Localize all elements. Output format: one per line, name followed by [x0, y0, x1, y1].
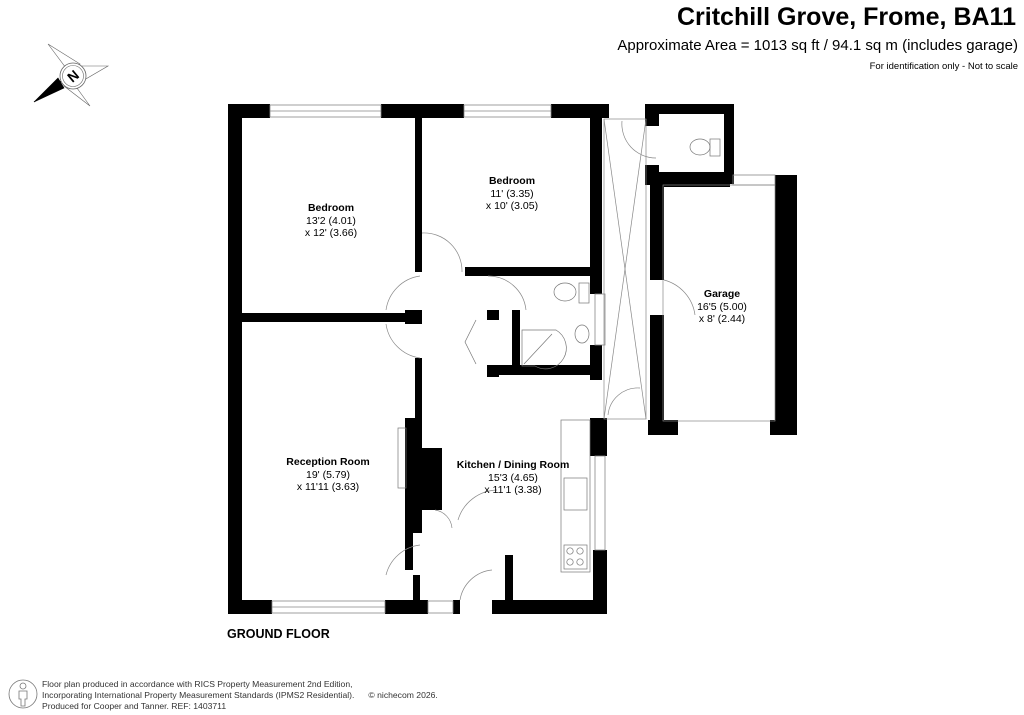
person-icon [8, 679, 38, 709]
room-name: Bedroom [307, 202, 355, 214]
windows [269, 104, 776, 614]
room-kitchen-dining: Kitchen / Dining Room 15'3 (4.65) x 11'1… [457, 459, 570, 497]
approximate-area: Approximate Area = 1013 sq ft / 94.1 sq … [617, 37, 1018, 54]
room-dimension-2: x 11'1 (3.38) [484, 484, 542, 496]
room-dimension-1: 15'3 (4.65) [488, 471, 538, 484]
room-dimension-2: x 12' (3.66) [304, 227, 358, 239]
room-bedroom-1: Bedroom 13'2 (4.01) x 12' (3.66) [305, 202, 357, 240]
door-swings [385, 120, 696, 601]
room-dimension-2: x 10' (3.05) [485, 200, 539, 212]
room-name: Bedroom [488, 175, 536, 187]
room-reception: Reception Room 19' (5.79) x 11'11 (3.63) [286, 456, 369, 494]
room-dimension-1: 19' (5.79) [305, 468, 351, 481]
room-dimension-1: 16'5 (5.00) [697, 300, 747, 313]
passage-lines [603, 118, 776, 422]
footer: Floor plan produced in accordance with R… [8, 679, 438, 712]
footer-line-1: Floor plan produced in accordance with R… [42, 679, 353, 689]
room-dimension-2: x 11'11 (3.63) [296, 481, 360, 493]
room-name: Kitchen / Dining Room [456, 459, 570, 471]
room-dimension-1: 11' (3.35) [490, 187, 534, 200]
room-bedroom-2: Bedroom 11' (3.35) x 10' (3.05) [486, 175, 538, 213]
room-dimension-1: 13'2 (4.01) [306, 214, 356, 227]
property-title: Critchill Grove, Frome, BA11 [677, 3, 1016, 31]
fixtures [397, 138, 721, 573]
room-garage: Garage 16'5 (5.00) x 8' (2.44) [697, 288, 747, 326]
disclaimer: For identification only - Not to scale [869, 61, 1018, 72]
footer-line-3: Produced for Cooper and Tanner. REF: 140… [42, 701, 227, 711]
footer-line-2: Incorporating International Property Mea… [42, 690, 355, 700]
floor-label: GROUND FLOOR [227, 627, 330, 641]
north-compass-icon: N [33, 43, 110, 107]
room-dimension-2: x 8' (2.44) [698, 313, 746, 325]
walls [228, 104, 797, 614]
copyright: © nichecom 2026. [368, 690, 438, 700]
room-name: Reception Room [286, 456, 370, 468]
room-name: Garage [703, 288, 741, 300]
